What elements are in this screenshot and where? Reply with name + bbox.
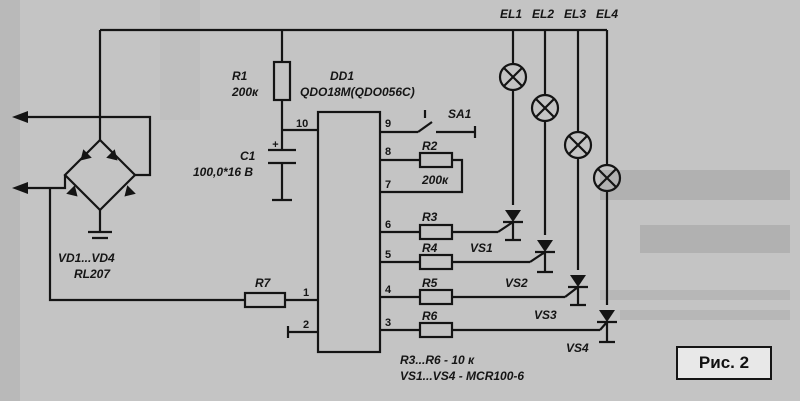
pin-4: 4 — [385, 284, 392, 296]
label-c1-value: 100,0*16 В — [193, 165, 253, 179]
background-heading — [600, 170, 790, 320]
ac-line-upper — [18, 115, 152, 177]
background-text-left — [0, 0, 200, 401]
label-bridge-ref: VD1...VD4 — [58, 251, 115, 265]
ic-dd1 — [316, 110, 382, 354]
pin-7: 7 — [385, 179, 391, 191]
bridge-rectifier — [63, 138, 137, 240]
lamp-chain-4 — [592, 30, 622, 344]
label-c1-ref: C1 — [240, 149, 256, 163]
resistor-r5 — [418, 288, 454, 306]
label-r5: R5 — [422, 276, 438, 290]
capacitor-c1 — [268, 148, 296, 165]
label-vs2: VS2 — [505, 276, 528, 290]
label-vs3: VS3 — [534, 308, 557, 322]
pin-8: 8 — [385, 146, 391, 158]
figure-label: Рис. 2 — [676, 346, 772, 380]
label-el2: EL2 — [532, 7, 554, 21]
pin-3: 3 — [385, 317, 391, 329]
label-el3: EL3 — [564, 7, 586, 21]
ground-pin2 — [286, 326, 318, 338]
label-vs4: VS4 — [566, 341, 589, 355]
pin-6: 6 — [385, 219, 391, 231]
label-r7: R7 — [255, 276, 272, 290]
lamp-chain-3 — [563, 30, 593, 307]
label-r2-value: 200к — [421, 173, 449, 187]
label-r1-value: 200к — [231, 85, 259, 99]
label-sa1: SA1 — [448, 107, 472, 121]
label-r2-ref: R2 — [422, 139, 438, 153]
resistor-r1 — [272, 60, 292, 102]
ac-line-lower — [18, 175, 67, 190]
label-el4: EL4 — [596, 7, 618, 21]
label-dd1-value: QDO18M(QDO056C) — [300, 85, 415, 99]
arrow-left-icon — [12, 182, 28, 194]
pin-10: 10 — [296, 118, 308, 130]
arrow-left-icon — [12, 111, 28, 123]
resistor-r2 — [418, 151, 454, 169]
label-r3: R3 — [422, 210, 438, 224]
pin-9: 9 — [385, 118, 391, 130]
switch-sa1 — [417, 121, 433, 133]
pin-1: 1 — [303, 287, 309, 299]
label-bridge-value: RL207 — [74, 267, 111, 281]
pin-5: 5 — [385, 249, 391, 261]
label-dd1-ref: DD1 — [330, 69, 354, 83]
resistor-r3 — [418, 223, 454, 241]
note-resistors: R3...R6 - 10 к — [400, 353, 475, 367]
label-r6: R6 — [422, 309, 438, 323]
lamp-chain-2 — [529, 30, 560, 274]
pin-2: 2 — [303, 319, 309, 331]
lamp-chain-1 — [497, 30, 528, 242]
note-thyristors: VS1...VS4 - MCR100-6 — [400, 369, 524, 383]
label-vs1: VS1 — [470, 241, 493, 255]
resistor-r4 — [418, 253, 454, 271]
label-r4: R4 — [422, 241, 438, 255]
resistor-r7 — [243, 291, 287, 309]
label-r1-ref: R1 — [232, 69, 248, 83]
label-el1: EL1 — [500, 7, 522, 21]
label-c1-polarity: + — [272, 139, 279, 151]
resistor-r6 — [418, 321, 454, 339]
